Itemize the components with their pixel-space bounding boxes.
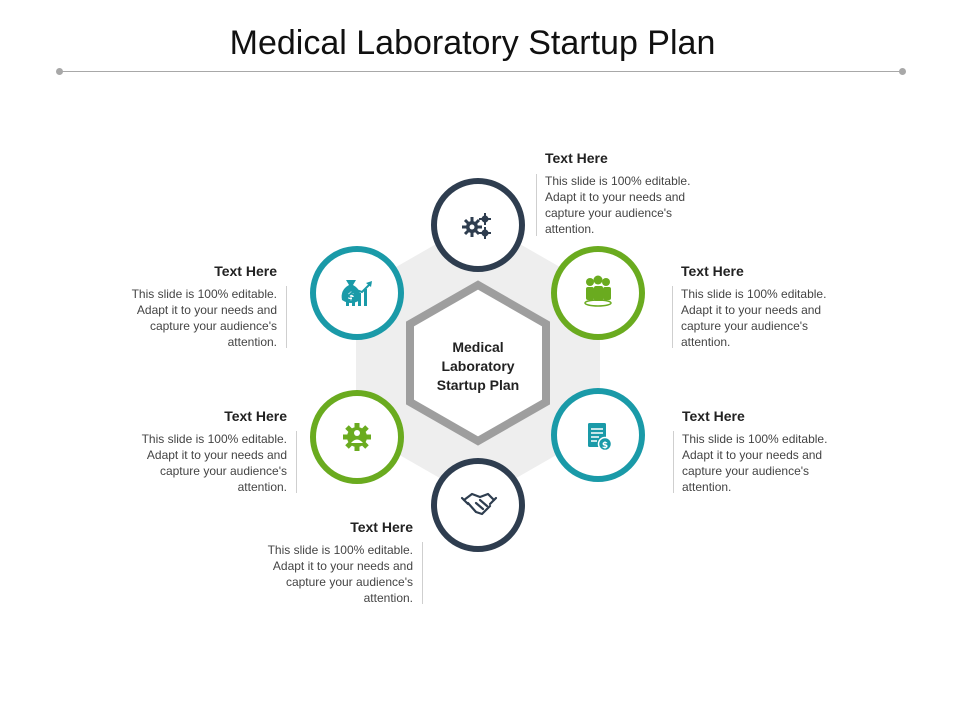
callout-lower-left: Text Here This slide is 100% editable. A… bbox=[137, 408, 287, 495]
gear-person-icon bbox=[343, 423, 371, 451]
callout-upper-left: Text Here This slide is 100% editable. A… bbox=[127, 263, 277, 350]
callout-divider-top bbox=[536, 174, 537, 236]
callout-top: Text Here This slide is 100% editable. A… bbox=[545, 150, 695, 237]
callout-upper-right: Text Here This slide is 100% editable. A… bbox=[681, 263, 831, 350]
callout-divider-lower-right bbox=[673, 431, 674, 493]
money-growth-icon: $ bbox=[341, 280, 372, 306]
center-hexagon bbox=[406, 280, 550, 446]
divider-left-dot bbox=[56, 68, 63, 75]
callout-lower-right: Text Here This slide is 100% editable. A… bbox=[682, 408, 832, 495]
callout-heading: Text Here bbox=[350, 519, 413, 535]
callout-body: This slide is 100% editable. Adapt it to… bbox=[131, 287, 277, 349]
team-icon bbox=[584, 275, 612, 307]
svg-text:$: $ bbox=[602, 441, 608, 451]
center-label: Medical Laboratory Startup Plan bbox=[436, 339, 520, 393]
slide-title: Medical Laboratory Startup Plan bbox=[229, 24, 716, 62]
callout-divider-lower-left bbox=[296, 431, 297, 493]
callout-heading: Text Here bbox=[224, 408, 287, 424]
callout-divider-bottom bbox=[422, 542, 423, 604]
callout-divider-upper-right bbox=[672, 286, 673, 348]
callout-body: This slide is 100% editable. Adapt it to… bbox=[545, 174, 691, 236]
callout-heading: Text Here bbox=[681, 263, 744, 279]
callout-bottom: Text Here This slide is 100% editable. A… bbox=[263, 519, 413, 606]
callout-body: This slide is 100% editable. Adapt it to… bbox=[682, 432, 828, 494]
callout-divider-upper-left bbox=[286, 286, 287, 348]
divider-right-dot bbox=[899, 68, 906, 75]
callout-heading: Text Here bbox=[214, 263, 277, 279]
node-circle-top bbox=[431, 178, 525, 272]
callout-heading: Text Here bbox=[682, 408, 745, 424]
svg-text:$: $ bbox=[348, 291, 355, 302]
callout-body: This slide is 100% editable. Adapt it to… bbox=[267, 543, 413, 605]
handshake-icon bbox=[460, 492, 498, 516]
title-divider bbox=[60, 71, 902, 72]
callout-body: This slide is 100% editable. Adapt it to… bbox=[681, 287, 827, 349]
invoice-dollar-icon: $ bbox=[588, 423, 613, 452]
callout-body: This slide is 100% editable. Adapt it to… bbox=[141, 432, 287, 494]
gears-icon bbox=[462, 213, 491, 239]
callout-heading: Text Here bbox=[545, 150, 608, 166]
